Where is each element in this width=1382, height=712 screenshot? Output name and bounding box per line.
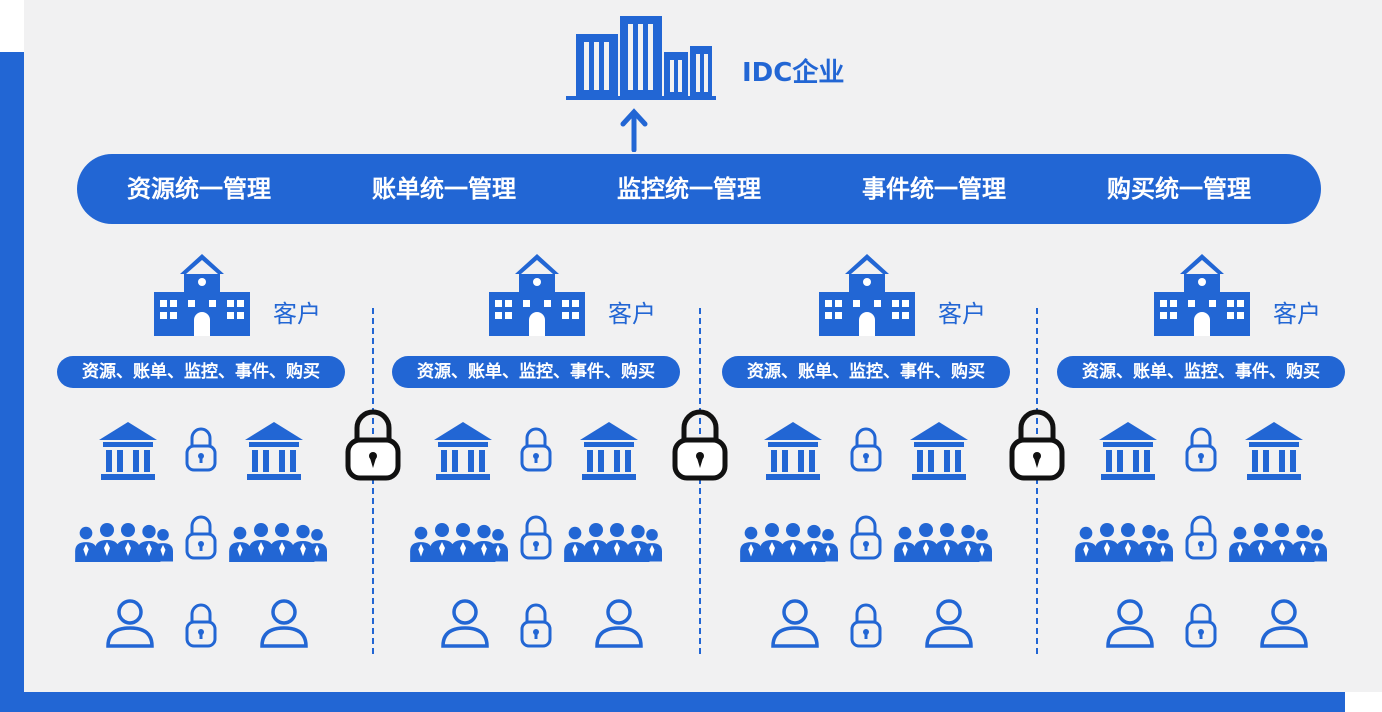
monitoring-management-label: 监控统一管理: [617, 175, 761, 203]
person-icon: [770, 598, 820, 648]
scope-pill: 资源、账单、监控、事件、购买: [1057, 356, 1345, 388]
lock-icon: [849, 602, 883, 648]
bank-icon: [432, 420, 494, 482]
lock-icon: [1184, 602, 1218, 648]
person-icon: [440, 598, 490, 648]
scope-pill: 资源、账单、监控、事件、购买: [57, 356, 345, 388]
school-icon: [154, 254, 250, 336]
bank-icon: [97, 420, 159, 482]
event-management-label: 事件统一管理: [862, 175, 1006, 203]
group-icon: [1229, 520, 1327, 562]
lock-icon: [849, 426, 883, 472]
person-icon: [1105, 598, 1155, 648]
frame-left-accent: [0, 52, 24, 712]
person-icon: [924, 598, 974, 648]
bank-icon: [762, 420, 824, 482]
bank-icon: [1243, 420, 1305, 482]
office-buildings-icon: [566, 16, 716, 100]
customer-label: 客户: [273, 300, 321, 328]
billing-management-label: 账单统一管理: [372, 175, 516, 203]
customer-label: 客户: [608, 300, 656, 328]
up-arrow-icon: [620, 108, 648, 152]
frame-bottom-accent: [0, 692, 1345, 712]
company-label: IDC企业: [742, 58, 845, 88]
resource-management-label: 资源统一管理: [127, 175, 271, 203]
person-icon: [594, 598, 644, 648]
group-icon: [1075, 520, 1173, 562]
bank-icon: [1097, 420, 1159, 482]
group-icon: [75, 520, 173, 562]
group-icon: [229, 520, 327, 562]
group-icon: [410, 520, 508, 562]
management-bar: 资源统一管理 账单统一管理 监控统一管理 事件统一管理 购买统一管理: [77, 154, 1321, 224]
school-icon: [819, 254, 915, 336]
lock-icon: [184, 602, 218, 648]
bank-icon: [243, 420, 305, 482]
bank-icon: [578, 420, 640, 482]
lock-icon: [519, 426, 553, 472]
group-icon: [564, 520, 662, 562]
group-icon: [740, 520, 838, 562]
person-icon: [1259, 598, 1309, 648]
lock-icon: [519, 514, 553, 560]
customer-label: 客户: [938, 300, 986, 328]
tenant-divider: [1036, 308, 1038, 654]
lock-icon: [849, 514, 883, 560]
tenant-divider: [372, 308, 374, 654]
school-icon: [489, 254, 585, 336]
lock-icon: [184, 426, 218, 472]
customer-column: 客户 资源、账单、监控、事件、购买: [57, 240, 357, 680]
group-icon: [894, 520, 992, 562]
person-icon: [105, 598, 155, 648]
scope-pill: 资源、账单、监控、事件、购买: [392, 356, 680, 388]
school-icon: [1154, 254, 1250, 336]
customer-label: 客户: [1273, 300, 1321, 328]
person-icon: [259, 598, 309, 648]
customer-column: 客户 资源、账单、监控、事件、购买: [722, 240, 1022, 680]
bank-icon: [908, 420, 970, 482]
lock-icon: [184, 514, 218, 560]
purchase-management-label: 购买统一管理: [1107, 175, 1251, 203]
diagram-panel: [24, 0, 1382, 692]
tenant-divider: [699, 308, 701, 654]
customer-column: 客户 资源、账单、监控、事件、购买: [1057, 240, 1357, 680]
scope-pill: 资源、账单、监控、事件、购买: [722, 356, 1010, 388]
lock-icon: [1184, 426, 1218, 472]
lock-icon: [519, 602, 553, 648]
lock-icon: [1184, 514, 1218, 560]
customer-column: 客户 资源、账单、监控、事件、购买: [392, 240, 692, 680]
